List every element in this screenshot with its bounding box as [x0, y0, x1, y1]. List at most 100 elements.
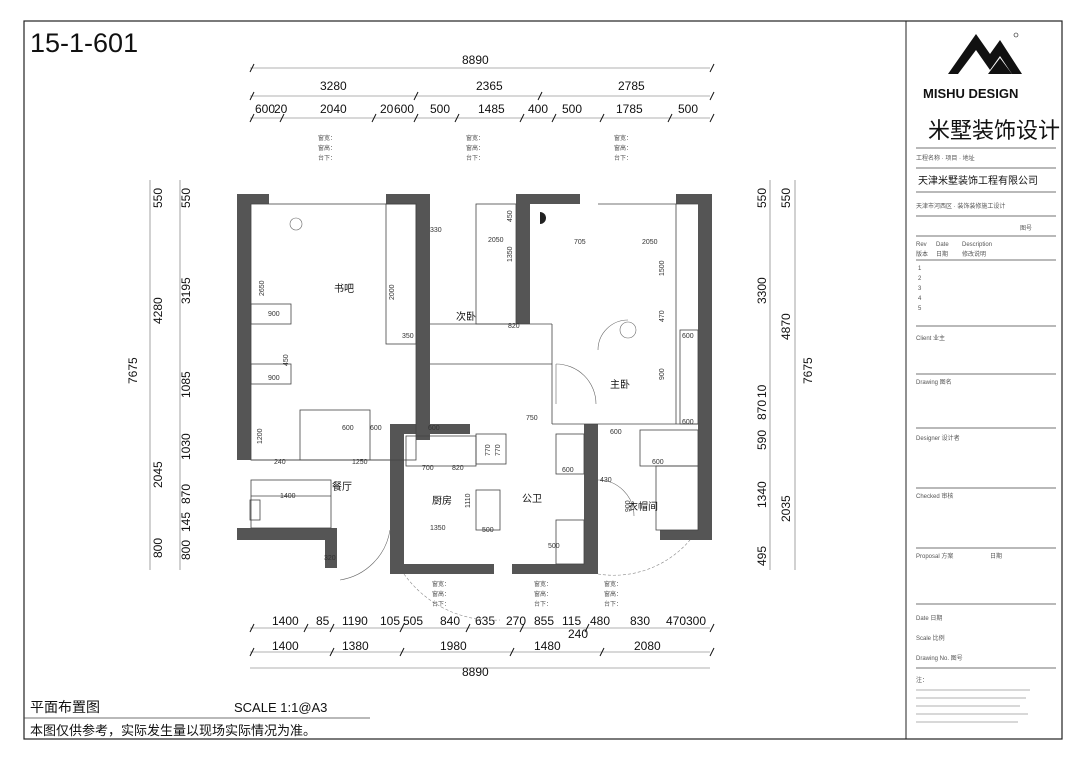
svg-text:505: 505	[403, 614, 423, 628]
svg-text:7675: 7675	[801, 357, 815, 384]
svg-text:1340: 1340	[755, 481, 769, 508]
svg-text:台下：: 台下：	[604, 600, 622, 608]
svg-text:台下：: 台下：	[432, 600, 450, 608]
svg-text:750: 750	[526, 415, 538, 422]
svg-text:830: 830	[630, 614, 650, 628]
dim-top-total: 8890	[462, 53, 489, 67]
svg-text:4870: 4870	[779, 313, 793, 340]
room-master-bedroom: 主卧	[610, 378, 630, 391]
svg-text:500: 500	[678, 102, 698, 116]
svg-text:3195: 3195	[179, 277, 193, 304]
svg-text:1350: 1350	[430, 525, 446, 532]
svg-text:窗宽：: 窗宽：	[614, 134, 632, 142]
svg-text:770: 770	[495, 444, 502, 456]
disclaimer-note: 本图仅供参考，实际发生量以现场实际情况为准。	[30, 723, 316, 738]
svg-text:820: 820	[508, 323, 520, 330]
svg-text:600: 600	[394, 102, 414, 116]
svg-text:600: 600	[428, 425, 440, 432]
svg-text:350: 350	[402, 333, 414, 340]
svg-text:1350: 1350	[507, 246, 514, 262]
drawing-frame	[23, 20, 1063, 740]
svg-text:600: 600	[342, 425, 354, 432]
svg-text:600: 600	[255, 102, 275, 116]
room-kitchen: 厨房	[432, 494, 452, 507]
svg-text:590: 590	[755, 430, 769, 450]
svg-text:5: 5	[918, 306, 922, 312]
svg-text:1380: 1380	[342, 639, 369, 653]
svg-text:700: 700	[422, 465, 434, 472]
svg-text:635: 635	[475, 614, 495, 628]
svg-text:4280: 4280	[151, 297, 165, 324]
svg-text:窗高：: 窗高：	[534, 590, 552, 598]
svg-text:图号: 图号	[1020, 225, 1032, 232]
svg-text:台下：: 台下：	[614, 154, 632, 162]
svg-text:2035: 2035	[779, 495, 793, 522]
svg-text:1980: 1980	[440, 639, 467, 653]
svg-text:3280: 3280	[320, 79, 347, 93]
svg-text:240: 240	[274, 459, 286, 466]
drawing-scale: SCALE 1:1@A3	[234, 700, 327, 715]
svg-text:800: 800	[179, 540, 193, 560]
svg-text:105: 105	[380, 614, 400, 628]
floor-plan: 窗宽： 窗高： 台下： 窗宽： 窗高： 台下： 窗宽： 窗高： 台下： 窗宽： …	[237, 134, 712, 621]
svg-text:2040: 2040	[320, 102, 347, 116]
svg-text:窗高：: 窗高：	[604, 590, 622, 598]
svg-text:2045: 2045	[151, 461, 165, 488]
svg-text:1: 1	[918, 266, 922, 272]
svg-text:900: 900	[268, 311, 280, 318]
svg-text:工程名称 · 项目 · 地址: 工程名称 · 项目 · 地址	[916, 154, 975, 162]
svg-text:Scale 比例: Scale 比例	[916, 634, 945, 642]
svg-text:470: 470	[659, 310, 666, 322]
mishu-logo-icon	[948, 32, 1022, 74]
svg-text:550: 550	[755, 188, 769, 208]
svg-text:2050: 2050	[642, 239, 658, 246]
company-name-cn: 米墅装饰设计	[928, 118, 1060, 143]
svg-text:1110: 1110	[465, 493, 472, 508]
svg-text:400: 400	[528, 102, 548, 116]
svg-text:修改说明: 修改说明	[962, 250, 986, 258]
svg-text:2080: 2080	[634, 639, 661, 653]
svg-text:Client 业主: Client 业主	[916, 334, 945, 342]
svg-text:705: 705	[574, 239, 586, 246]
svg-text:3300: 3300	[755, 277, 769, 304]
svg-text:日期: 日期	[936, 250, 948, 258]
svg-text:900: 900	[268, 375, 280, 382]
svg-text:900: 900	[625, 500, 632, 512]
svg-text:Drawing No. 图号: Drawing No. 图号	[916, 655, 963, 662]
svg-text:2050: 2050	[488, 237, 504, 244]
svg-text:450: 450	[283, 354, 290, 366]
room-labels: 书吧 次卧 主卧 餐厅 厨房 公卫 衣帽间	[332, 283, 658, 513]
svg-text:注：: 注：	[916, 676, 928, 684]
svg-text:600: 600	[652, 459, 664, 466]
svg-text:Designer 设计者: Designer 设计者	[916, 434, 960, 442]
svg-text:495: 495	[755, 546, 769, 566]
svg-text:870: 870	[755, 400, 769, 420]
svg-text:1085: 1085	[179, 371, 193, 398]
top-dimension-lines: 8890 3280 2365 2785 600 20 2040 20 600 5…	[249, 53, 715, 123]
svg-text:4: 4	[918, 296, 922, 302]
svg-text:窗高：: 窗高：	[614, 144, 632, 152]
svg-text:窗宽：: 窗宽：	[466, 134, 484, 142]
svg-text:1200: 1200	[257, 428, 264, 444]
svg-text:2365: 2365	[476, 79, 503, 93]
svg-text:2000: 2000	[389, 284, 396, 300]
svg-text:550: 550	[151, 188, 165, 208]
svg-text:Date 日期: Date 日期	[916, 614, 942, 622]
room-public-bath: 公卫	[522, 494, 542, 505]
svg-text:2785: 2785	[618, 79, 645, 93]
svg-text:窗高：: 窗高：	[432, 590, 450, 598]
svg-text:窗宽：: 窗宽：	[318, 134, 336, 142]
left-dimension-lines: 7675 550 4280 2045 800 550 3195 1085 103…	[126, 180, 193, 570]
svg-text:145: 145	[179, 512, 193, 532]
svg-text:85: 85	[316, 614, 330, 628]
svg-text:窗宽：: 窗宽：	[604, 580, 622, 588]
svg-text:Rev: Rev	[916, 242, 927, 248]
svg-text:600: 600	[610, 429, 622, 436]
svg-text:1400: 1400	[280, 493, 296, 500]
svg-text:1485: 1485	[478, 102, 505, 116]
svg-text:820: 820	[452, 465, 464, 472]
company-full-name: 天津米墅装饰工程有限公司	[918, 174, 1038, 187]
svg-text:500: 500	[430, 102, 450, 116]
svg-text:470: 470	[666, 614, 686, 628]
